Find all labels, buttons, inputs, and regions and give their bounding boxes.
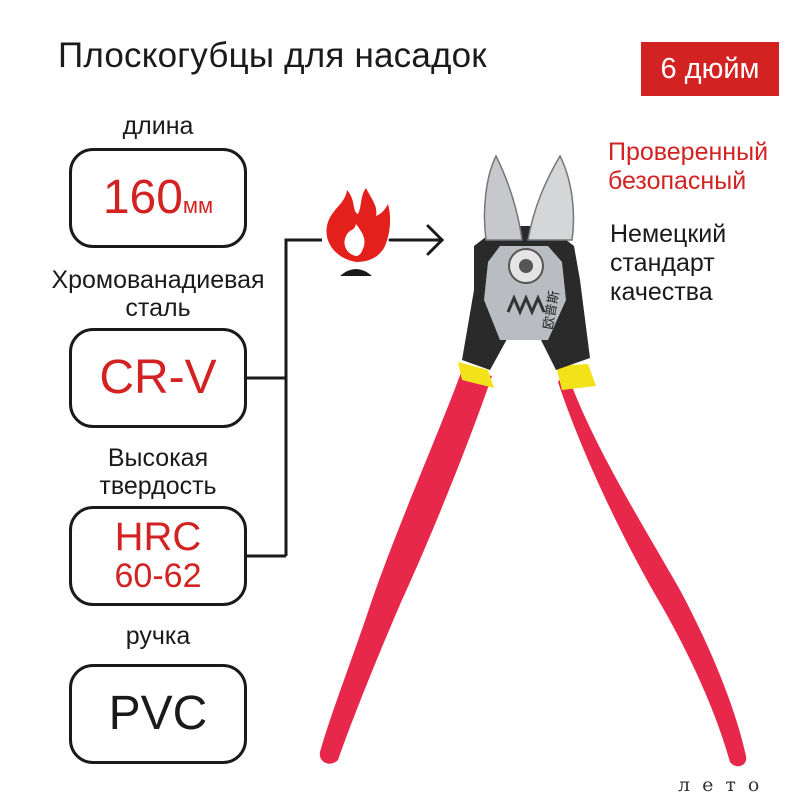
blade-left (483, 154, 523, 241)
spec-box-length: 160мм (69, 148, 247, 248)
connector-vertical (284, 238, 322, 556)
spec-label-steel: Хромованадиевая сталь (51, 266, 265, 322)
plier-brand: 欧普斯 (541, 290, 563, 331)
spec-unit-length: мм (182, 193, 214, 218)
size-badge: 6 дюйм (641, 42, 779, 96)
spec-box-steel: CR-V (69, 328, 247, 428)
connector-lines (247, 238, 322, 558)
spec-label-length: длина (122, 112, 194, 140)
spec-box-hardness: HRC 60-62 (69, 506, 247, 606)
page-title: Плоскогубцы для насадок (58, 36, 487, 75)
spec-label-hardness: Высокая твердость (99, 444, 217, 500)
spring (506, 294, 546, 316)
spec-value-steel: CR-V (99, 351, 217, 404)
spec-value-hardness-range: 60-62 (114, 557, 202, 595)
pliers-illustration: 欧普斯 (319, 154, 747, 767)
spec-value-handle: PVC (108, 687, 208, 740)
handle-left (319, 370, 492, 764)
grip-left (458, 362, 494, 388)
claim-safety: Проверенный безопасный (608, 138, 769, 195)
handle-right (558, 370, 747, 767)
grip-right (556, 364, 596, 390)
plier-head-plate (484, 246, 566, 340)
spec-value-hardness: HRC (114, 515, 202, 559)
watermark: лето (678, 774, 772, 796)
spec-box-handle: PVC (69, 664, 247, 764)
spec-value-length: 160 (102, 171, 183, 224)
claim-quality: Немецкий стандарт качества (610, 220, 727, 306)
spec-label-handle: ручка (125, 622, 191, 650)
arrow-right-icon (388, 224, 445, 256)
flame-icon (326, 188, 391, 276)
blade-right (527, 154, 575, 241)
